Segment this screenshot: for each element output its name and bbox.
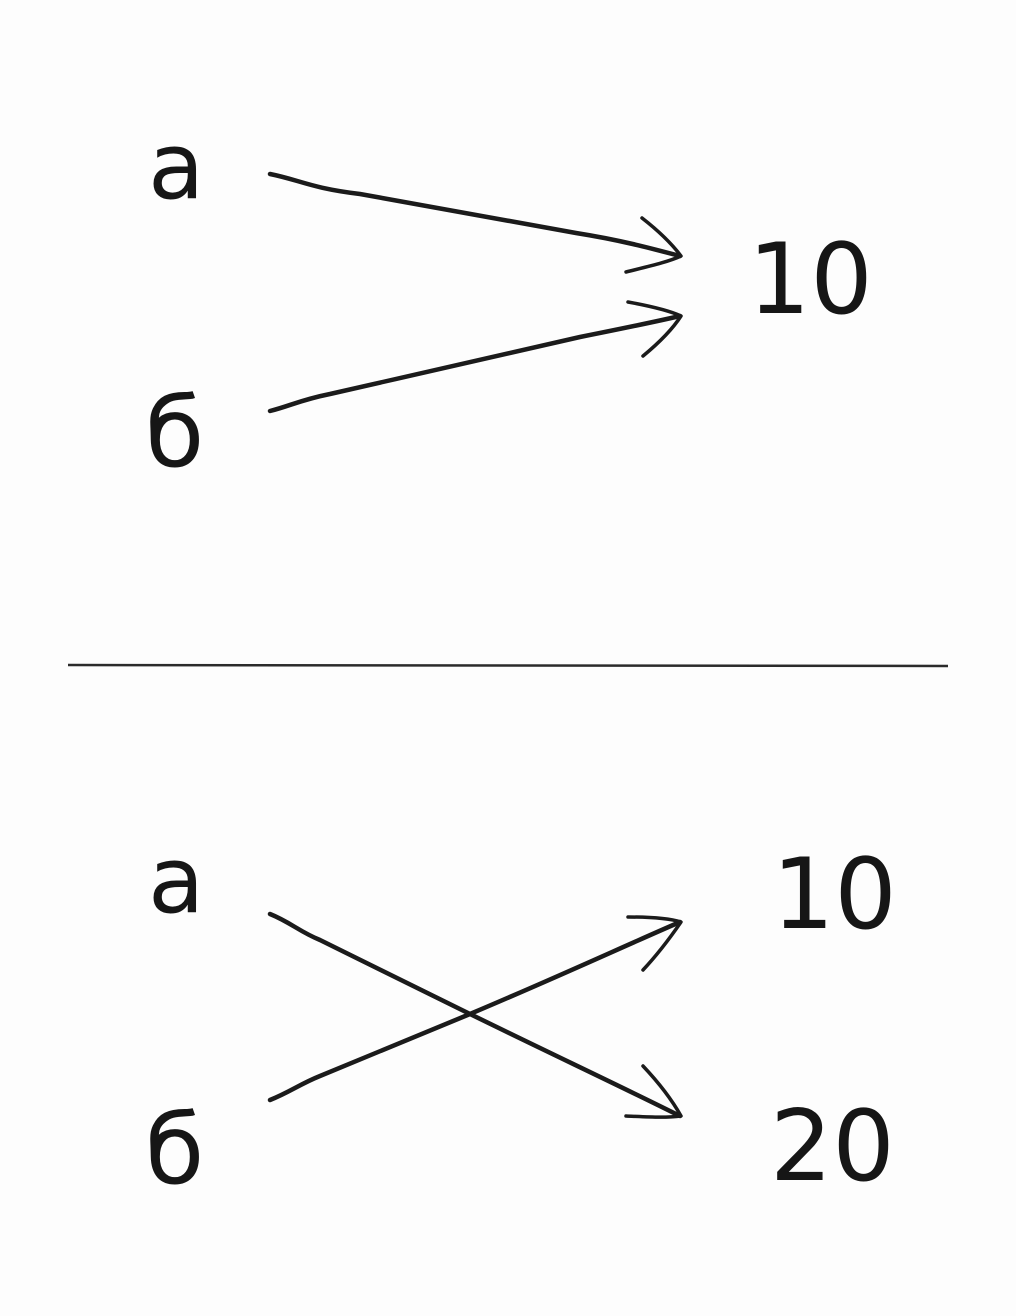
bottom-target-bottom-label: 20 <box>770 1090 895 1204</box>
top-target-label: 10 <box>748 223 873 337</box>
bottom-arrow-b-to-10 <box>267 915 683 1103</box>
bottom-arrow-a-to-20 <box>267 911 683 1119</box>
bottom-source-a-label: а <box>148 827 204 934</box>
bottom-source-b-label: б <box>145 1094 204 1206</box>
bottom-target-top-label: 10 <box>772 838 897 952</box>
panel-divider <box>67 663 949 668</box>
top-source-b-label: б <box>145 377 204 489</box>
top-panel: а б 10 <box>145 113 873 489</box>
top-arrow-a-to-10 <box>267 171 683 274</box>
bottom-panel: а б 10 20 <box>145 827 897 1206</box>
top-source-a-label: а <box>148 113 204 220</box>
top-arrow-b-to-10 <box>267 300 683 414</box>
